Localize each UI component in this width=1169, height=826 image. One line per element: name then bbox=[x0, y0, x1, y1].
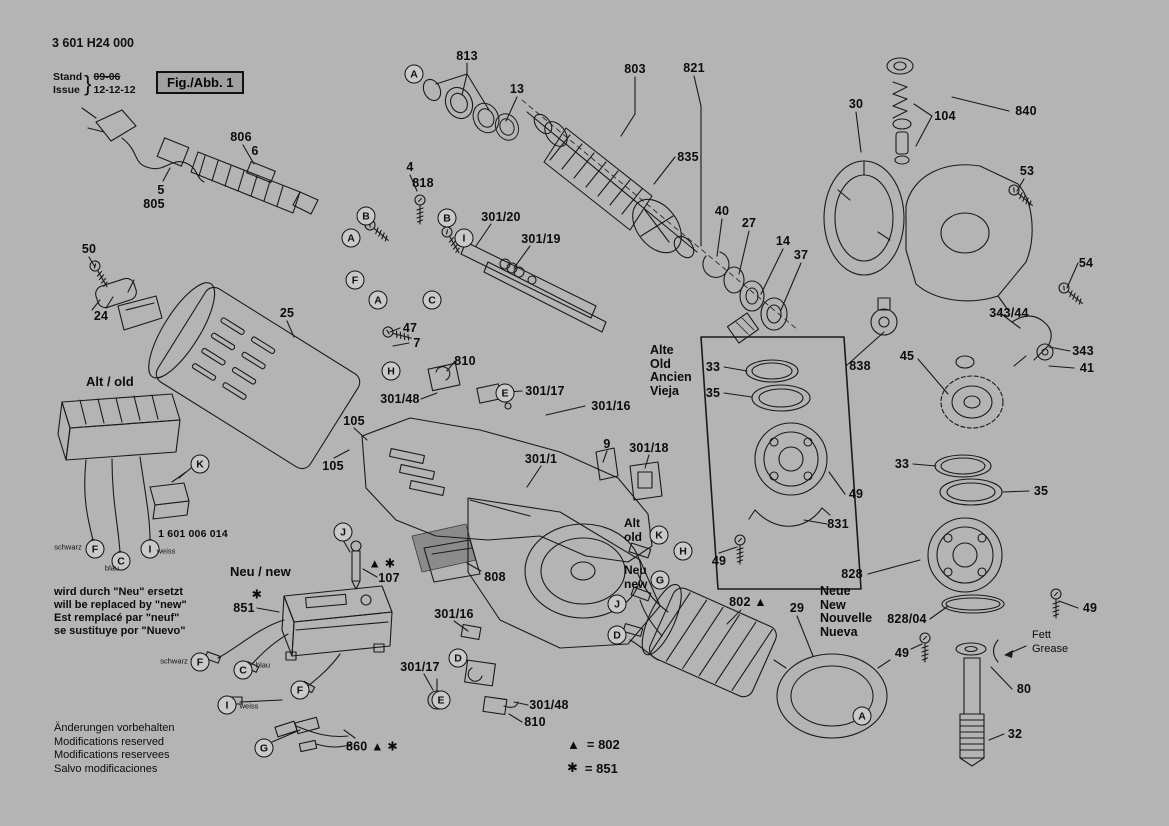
footer-notes-line: Änderungen vorbehalten bbox=[54, 722, 175, 734]
alt-old-title: Alt / old bbox=[86, 374, 134, 389]
fett-grease-note-line: Fett bbox=[1032, 629, 1051, 641]
neu-new-small-note-line: new bbox=[624, 576, 648, 591]
footer-notes-line: Modifications reserved bbox=[54, 735, 165, 748]
alte-old-ancien-vieja-note-line: Old bbox=[650, 356, 671, 371]
cover-plate-808 bbox=[411, 523, 481, 583]
replacement-note-line: Est remplacé par "neuf" bbox=[54, 612, 180, 624]
mounting-flange-ring bbox=[773, 653, 891, 739]
spring-column bbox=[886, 57, 914, 165]
old-parts-group bbox=[700, 336, 862, 590]
top-bearings bbox=[422, 78, 524, 145]
date-new: 12-12-12 bbox=[93, 84, 136, 96]
lever-parts bbox=[1011, 315, 1054, 367]
armature bbox=[526, 111, 698, 259]
legend-symbol: ▲ bbox=[567, 737, 580, 752]
field-coil bbox=[622, 542, 777, 698]
replacement-note-line: se sustituye por "Nuevo" bbox=[54, 625, 186, 637]
footer-notes-line: Salvo modificaciones bbox=[54, 762, 158, 775]
new-parts-group bbox=[919, 454, 1062, 663]
alt-old-small-note-line: old bbox=[624, 529, 642, 544]
top-screws bbox=[87, 182, 1087, 344]
issue-brace: } bbox=[84, 71, 92, 96]
leader-lines bbox=[88, 62, 1079, 741]
legend-text: = 802 bbox=[586, 737, 620, 752]
issue-label: Issue bbox=[53, 84, 80, 96]
brush-holder-lower bbox=[427, 623, 519, 716]
legend-symbol: ✱ bbox=[567, 760, 578, 775]
neu-new-small-note-line: Neu bbox=[624, 563, 647, 577]
issue-block: Stand Issue } 09-06 12-12-12 bbox=[53, 71, 136, 97]
document-number: 3 601 H24 000 bbox=[52, 36, 135, 50]
cable-860 bbox=[274, 720, 353, 753]
field-sleeve bbox=[148, 282, 361, 470]
switch-module-new bbox=[204, 585, 393, 743]
washer-stack bbox=[702, 251, 788, 344]
alte-old-ancien-vieja-note-line: Ancien bbox=[650, 370, 692, 384]
legend-text: = 851 bbox=[584, 760, 618, 776]
neue-new-nouvelle-nueva-note-line: Nueva bbox=[820, 624, 858, 639]
switch-slider-bars bbox=[460, 241, 607, 333]
bevel-gears bbox=[870, 297, 1004, 429]
alte-old-ancien-vieja-note-line: Vieja bbox=[650, 383, 679, 398]
neue-new-nouvelle-nueva-note-line: Neue bbox=[820, 584, 851, 598]
figure-label: Fig./Abb. 1 bbox=[156, 71, 245, 94]
neue-new-nouvelle-nueva-note-line: Nouvelle bbox=[820, 611, 873, 625]
capacitor bbox=[91, 277, 163, 331]
alte-old-ancien-vieja-note-line: Alte bbox=[650, 343, 674, 357]
pin-107 bbox=[350, 540, 362, 590]
motor-housing bbox=[361, 417, 653, 563]
housing-rear-half bbox=[467, 497, 661, 649]
symbol-legend: ▲ = 802 ✱ = 851 bbox=[567, 737, 620, 776]
stand-label: Stand bbox=[53, 71, 83, 83]
bearing-bracket bbox=[595, 447, 663, 501]
date-old: 09-06 bbox=[93, 71, 121, 83]
gear-housing bbox=[823, 160, 1033, 311]
replacement-note-line: wird durch "Neu" ersetzt bbox=[54, 586, 184, 598]
fett-grease-note-line: Grease bbox=[1032, 642, 1069, 655]
grease-arrow bbox=[992, 639, 1027, 663]
replacement-note-line: will be replaced by "new" bbox=[54, 599, 187, 611]
alt-old-small-note-line: Alt bbox=[624, 516, 640, 530]
cord-guard bbox=[190, 151, 319, 215]
neue-new-nouvelle-nueva-note-line: New bbox=[820, 597, 846, 612]
power-plug bbox=[81, 107, 205, 183]
legend-row-triangle: ▲ = 802 bbox=[567, 737, 620, 752]
neu-new-title: Neu / new bbox=[230, 564, 291, 579]
footer-notes-line: Modifications reservees bbox=[54, 749, 170, 761]
legend-row-star: ✱ = 851 bbox=[567, 760, 620, 776]
spindle bbox=[955, 642, 987, 767]
brush-holder-upper bbox=[427, 362, 512, 410]
switch-module-old bbox=[57, 393, 190, 558]
